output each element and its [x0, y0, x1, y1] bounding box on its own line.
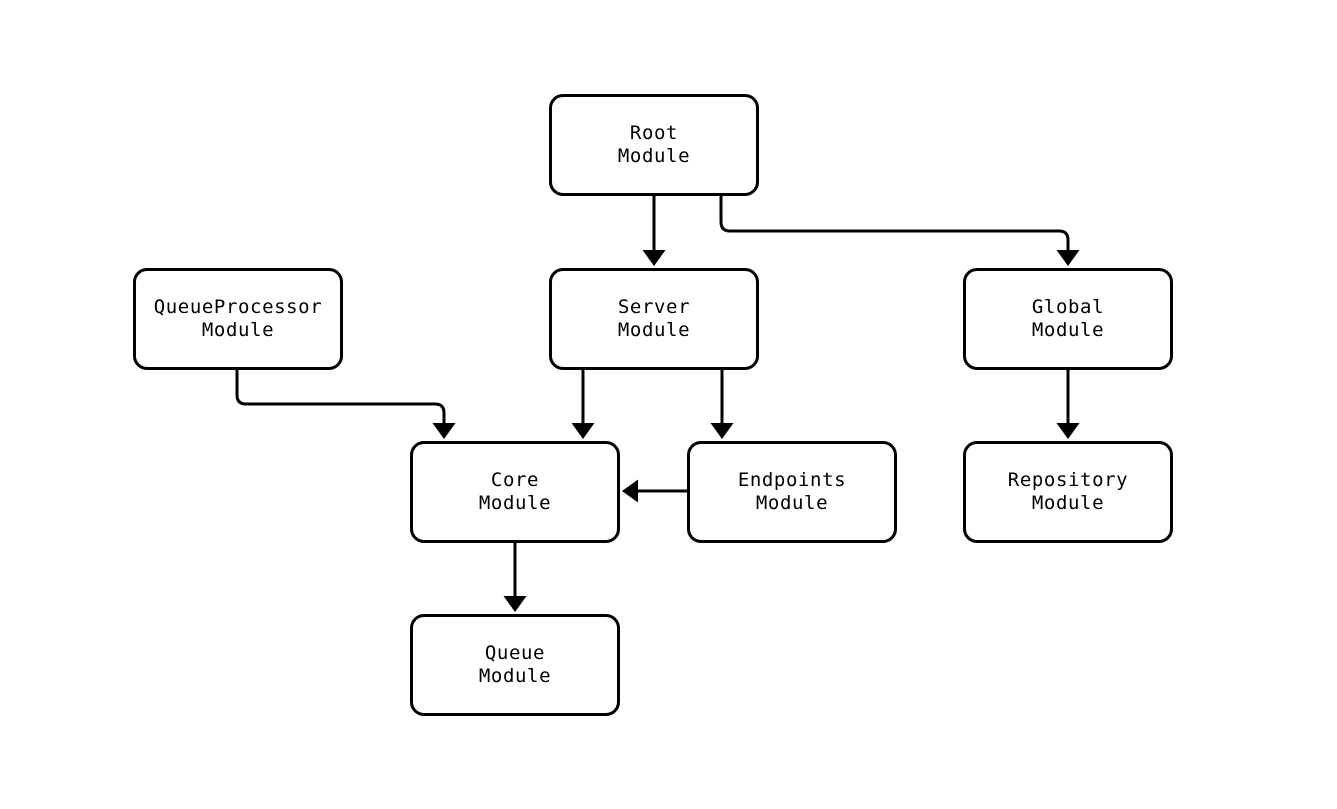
edge-line	[719, 196, 1070, 256]
edge-global-to-repository	[1056, 370, 1080, 439]
edge-server-to-core	[571, 370, 595, 439]
edge-endpoints-to-core	[622, 479, 687, 503]
node-core-module-line2: Module	[478, 492, 552, 514]
arrowhead-icon	[642, 250, 666, 266]
arrowhead-icon	[710, 423, 734, 439]
node-server-module-line2: Module	[617, 319, 691, 341]
node-core-module[interactable]: Core Module	[410, 441, 620, 543]
edge-core-to-queue	[503, 543, 527, 612]
node-global-module[interactable]: Global Module	[963, 268, 1173, 370]
node-global-module-line1: Global	[1031, 296, 1105, 318]
edge-line	[235, 370, 446, 429]
node-server-module-line1: Server	[617, 296, 691, 318]
node-endpoints-module[interactable]: Endpoints Module	[687, 441, 897, 543]
node-queue-module-line2: Module	[478, 665, 552, 687]
node-root-module-line2: Module	[617, 145, 691, 167]
node-server-module[interactable]: Server Module	[549, 268, 759, 370]
node-queue-module[interactable]: Queue Module	[410, 614, 620, 716]
node-queueprocessor-module-line1: QueueProcessor	[153, 296, 323, 318]
edge-server-to-endpoints	[710, 370, 734, 439]
node-endpoints-module-line2: Module	[755, 492, 829, 514]
node-repository-module[interactable]: Repository Module	[963, 441, 1173, 543]
node-root-module[interactable]: Root Module	[549, 94, 759, 196]
node-global-module-line2: Module	[1031, 319, 1105, 341]
arrowhead-icon	[1056, 423, 1080, 439]
node-root-module-line1: Root	[629, 122, 679, 144]
edge-root-to-server	[642, 196, 666, 266]
arrowhead-icon	[1056, 250, 1080, 266]
node-queue-module-line1: Queue	[484, 642, 546, 664]
node-repository-module-line1: Repository	[1007, 469, 1129, 491]
arrowhead-icon	[622, 479, 638, 503]
arrowhead-icon	[432, 423, 456, 439]
node-queueprocessor-module[interactable]: QueueProcessor Module	[133, 268, 343, 370]
edge-root-to-global	[719, 196, 1080, 266]
node-queueprocessor-module-line2: Module	[201, 319, 275, 341]
node-endpoints-module-line1: Endpoints	[737, 469, 847, 491]
arrowhead-icon	[503, 596, 527, 612]
arrowhead-icon	[571, 423, 595, 439]
edge-queueprocessor-to-core	[235, 370, 456, 439]
node-core-module-line1: Core	[490, 469, 540, 491]
node-repository-module-line2: Module	[1031, 492, 1105, 514]
